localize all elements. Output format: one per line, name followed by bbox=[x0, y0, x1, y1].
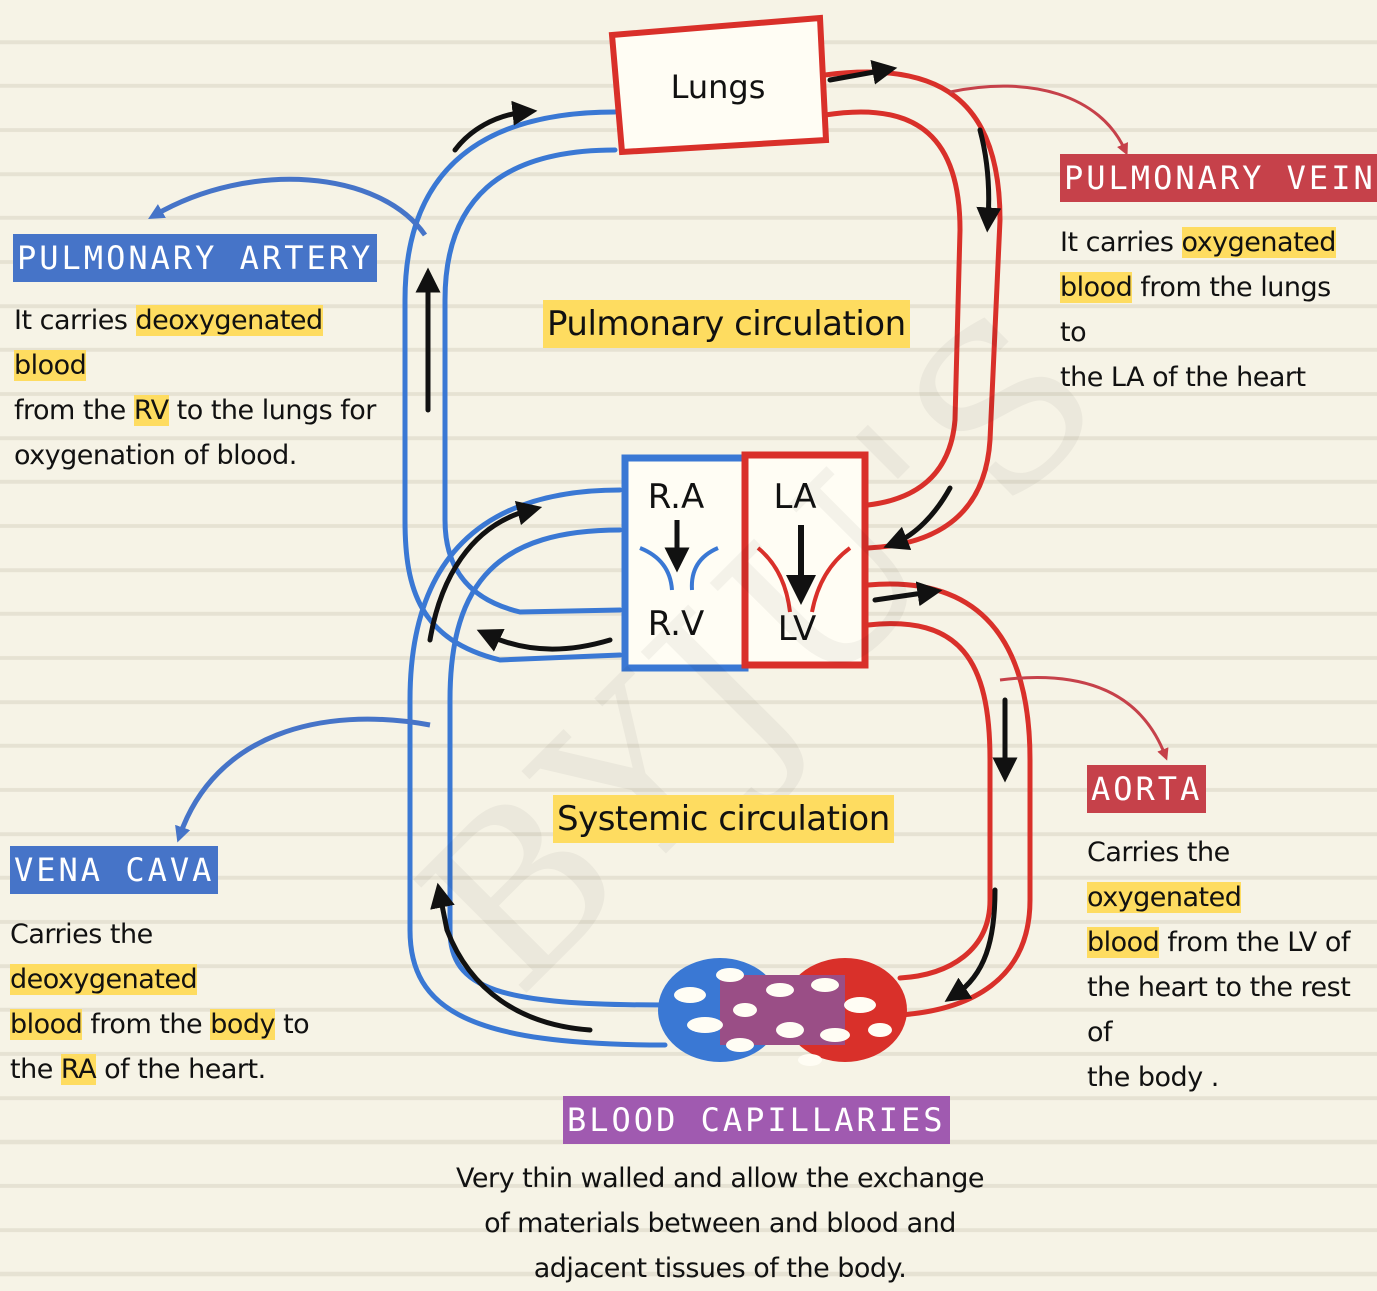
lungs-box: Lungs bbox=[608, 14, 830, 156]
systemic-circulation-label: Systemic circulation bbox=[553, 795, 894, 843]
vena-cava-title: VENA CAVA bbox=[10, 846, 219, 894]
flow-arrow bbox=[476, 628, 613, 652]
flow-arrow bbox=[944, 887, 998, 1002]
lungs-label: Lungs bbox=[671, 68, 766, 106]
aorta-description: Carries the oxygenated blood from the LV… bbox=[1087, 837, 1351, 1093]
left-heart-side bbox=[741, 451, 869, 669]
vena-cava-pointer bbox=[175, 716, 431, 843]
aorta-title: AORTA bbox=[1087, 765, 1207, 813]
pulmonary-vein-description: It carries oxygenated blood from the lun… bbox=[1060, 227, 1336, 393]
blood-capillaries-description: Very thin walled and allow the exchange … bbox=[455, 1163, 985, 1284]
flow-arrow bbox=[452, 100, 538, 153]
pulmonary-artery-description: It carries deoxygenated blood from the R… bbox=[14, 305, 376, 471]
chamber-lv: LV bbox=[778, 609, 816, 649]
flow-arrows bbox=[415, 59, 1018, 1033]
flow-arrow bbox=[872, 581, 943, 607]
flow-arrow bbox=[427, 500, 543, 643]
capillary-network bbox=[658, 958, 907, 1066]
blood-capillaries-title: BLOOD CAPILLARIES bbox=[563, 1096, 950, 1144]
aorta-pointer bbox=[999, 676, 1169, 761]
chamber-ra: R.A bbox=[648, 477, 704, 517]
heart: R.A LA R.V LV bbox=[621, 451, 869, 672]
vena-cava-description: Carries the deoxygenated blood from the … bbox=[10, 919, 310, 1085]
pulmonary-circulation-label: Pulmonary circulation bbox=[543, 300, 910, 348]
vena-cava-vessel bbox=[407, 487, 668, 1048]
pulmonary-vein-title: PULMONARY VEIN bbox=[1060, 154, 1377, 202]
chamber-la: LA bbox=[774, 477, 817, 517]
pulmonary-artery-vessel bbox=[402, 109, 623, 663]
pulmonary-artery-pointer bbox=[148, 176, 428, 237]
flow-arrow bbox=[827, 59, 898, 85]
pulmonary-vein-pointer bbox=[949, 84, 1128, 156]
flow-arrow bbox=[883, 485, 953, 550]
pulmonary-artery-title: PULMONARY ARTERY bbox=[13, 234, 378, 282]
tricuspid-valve bbox=[639, 546, 719, 591]
flow-arrow bbox=[430, 882, 593, 1033]
flow-arrow bbox=[976, 127, 1002, 233]
chamber-rv: R.V bbox=[648, 604, 704, 644]
